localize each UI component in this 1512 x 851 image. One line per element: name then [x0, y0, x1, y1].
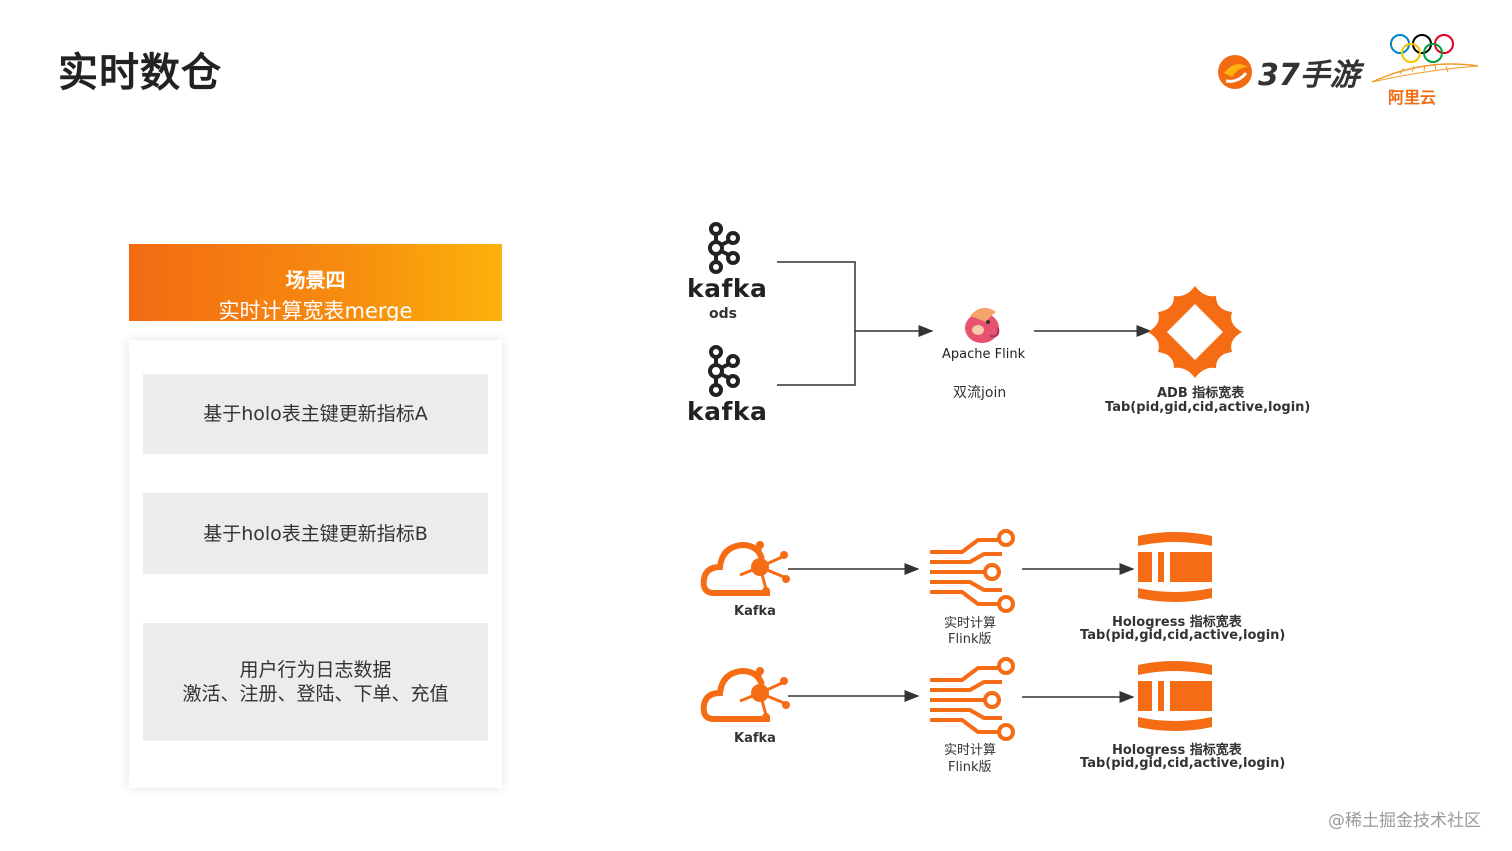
- ods-label: ods: [709, 306, 737, 322]
- scene-card: 基于holo表主键更新指标A 基于holo表主键更新指标B 用户行为日志数据 激…: [129, 340, 502, 788]
- row1-source: Kafka: [734, 604, 776, 619]
- row2-compute-1: 实时计算: [944, 743, 997, 758]
- hologres-icon: [1138, 532, 1212, 602]
- join-label: 双流join: [953, 385, 1007, 401]
- scene-item-log-line2: 激活、注册、登陆、下单、充值: [182, 683, 449, 705]
- scene-header: 场景四 实时计算宽表merge: [129, 244, 502, 323]
- kafka-word-2: kafka: [687, 397, 768, 426]
- brand-text: 37手游: [1258, 58, 1360, 93]
- kafka-word-1: kafka: [687, 274, 768, 303]
- kafka-logo-icon: [708, 345, 740, 397]
- row1-target-title: Hologress 指标宽表: [1112, 615, 1242, 630]
- adb-title: ADB 指标宽表: [1157, 386, 1245, 401]
- adb-diamond-icon: [1148, 286, 1242, 378]
- row1-compute-1: 实时计算: [944, 616, 997, 631]
- brand-logo-icon: [1218, 55, 1252, 89]
- realtime-compute-icon: [930, 657, 1015, 741]
- kafka-logo-icon: [708, 222, 740, 274]
- row2-target-title: Hologress 指标宽表: [1112, 743, 1242, 758]
- hologres-icon: [1138, 661, 1212, 731]
- page-title: 实时数仓: [58, 50, 222, 96]
- scene-subheading: 实时计算宽表merge: [218, 299, 413, 323]
- scene-item-a: 基于holo表主键更新指标A: [143, 374, 488, 454]
- row1-target-fields: Tab(pid,gid,cid,active,login): [1080, 628, 1286, 643]
- scene-item-log: 用户行为日志数据 激活、注册、登陆、下单、充值: [143, 623, 488, 741]
- partner-text: 阿里云: [1388, 88, 1437, 107]
- row2-target-fields: Tab(pid,gid,cid,active,login): [1080, 756, 1286, 771]
- olympic-rings-icon: [1371, 34, 1479, 83]
- row1-compute-2: Flink版: [948, 632, 992, 647]
- cloud-kafka-icon: [700, 667, 790, 722]
- row2-compute-2: Flink版: [948, 760, 992, 775]
- flink-label: Apache Flink: [942, 347, 1026, 362]
- scene-item-a-text: 基于holo表主键更新指标A: [203, 403, 428, 425]
- flink-squirrel-icon: [965, 307, 1000, 343]
- realtime-compute-icon: [930, 529, 1015, 613]
- scene-item-log-line1: 用户行为日志数据: [239, 659, 392, 681]
- adb-fields: Tab(pid,gid,cid,active,login): [1105, 400, 1311, 415]
- brand-logo: 37手游: [1216, 50, 1360, 94]
- scene-heading: 场景四: [285, 268, 346, 292]
- watermark: @稀土掘金技术社区: [1328, 811, 1481, 831]
- scene-item-b: 基于holo表主键更新指标B: [143, 493, 488, 574]
- row2-source: Kafka: [734, 731, 776, 746]
- cloud-kafka-icon: [700, 541, 790, 596]
- scene-item-b-text: 基于holo表主键更新指标B: [203, 522, 428, 545]
